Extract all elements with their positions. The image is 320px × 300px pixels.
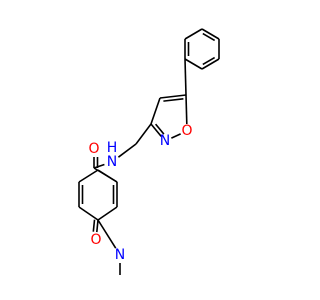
bond-ph4-ph5-inner (202, 56, 216, 66)
isoxazole-nitrogen-label: N (160, 133, 170, 149)
bond-p5-p4 (97, 169, 118, 183)
bond-c3-n-inner (154, 123, 165, 135)
bond-c5-c4 (159, 94, 187, 99)
bond-ph1-ph2 (184, 28, 203, 40)
isoxazole-oxygen-label: O (181, 123, 192, 139)
bond-c3-n (150, 123, 162, 137)
bond-ph2-ph3 (201, 28, 220, 40)
bond-p6-p5 (78, 169, 99, 183)
bond-n-o (171, 133, 181, 139)
bond-p3-p2 (97, 206, 118, 221)
amide-nitrogen-label: N (107, 154, 117, 170)
bond-ph2-ph3-inner (202, 32, 216, 42)
bond-p2-o2-double (92, 219, 96, 232)
bond-c5-c4-inner (163, 98, 184, 102)
bond-ch2-nh (117, 143, 137, 158)
bond-c3-ch2 (135, 123, 152, 145)
pyridone-oxygen-label: O (90, 232, 101, 248)
bond-p2-o2 (95, 219, 99, 233)
bond-p2-n1 (97, 219, 117, 249)
pyridone-nitrogen-label: N (115, 247, 125, 263)
amide-hydrogen-label: H (107, 140, 118, 156)
bond-ph5-ph6 (184, 58, 203, 70)
bond-o-c5 (185, 94, 188, 125)
carbonyl-oxygen-label: O (88, 141, 99, 157)
bond-nh-camide (93, 163, 105, 169)
bond-c4-c3 (150, 97, 161, 125)
bond-ph4-ph5 (201, 58, 220, 70)
bond-phenyl-isoxazole (184, 58, 187, 96)
bond-p2-p1 (78, 206, 99, 221)
